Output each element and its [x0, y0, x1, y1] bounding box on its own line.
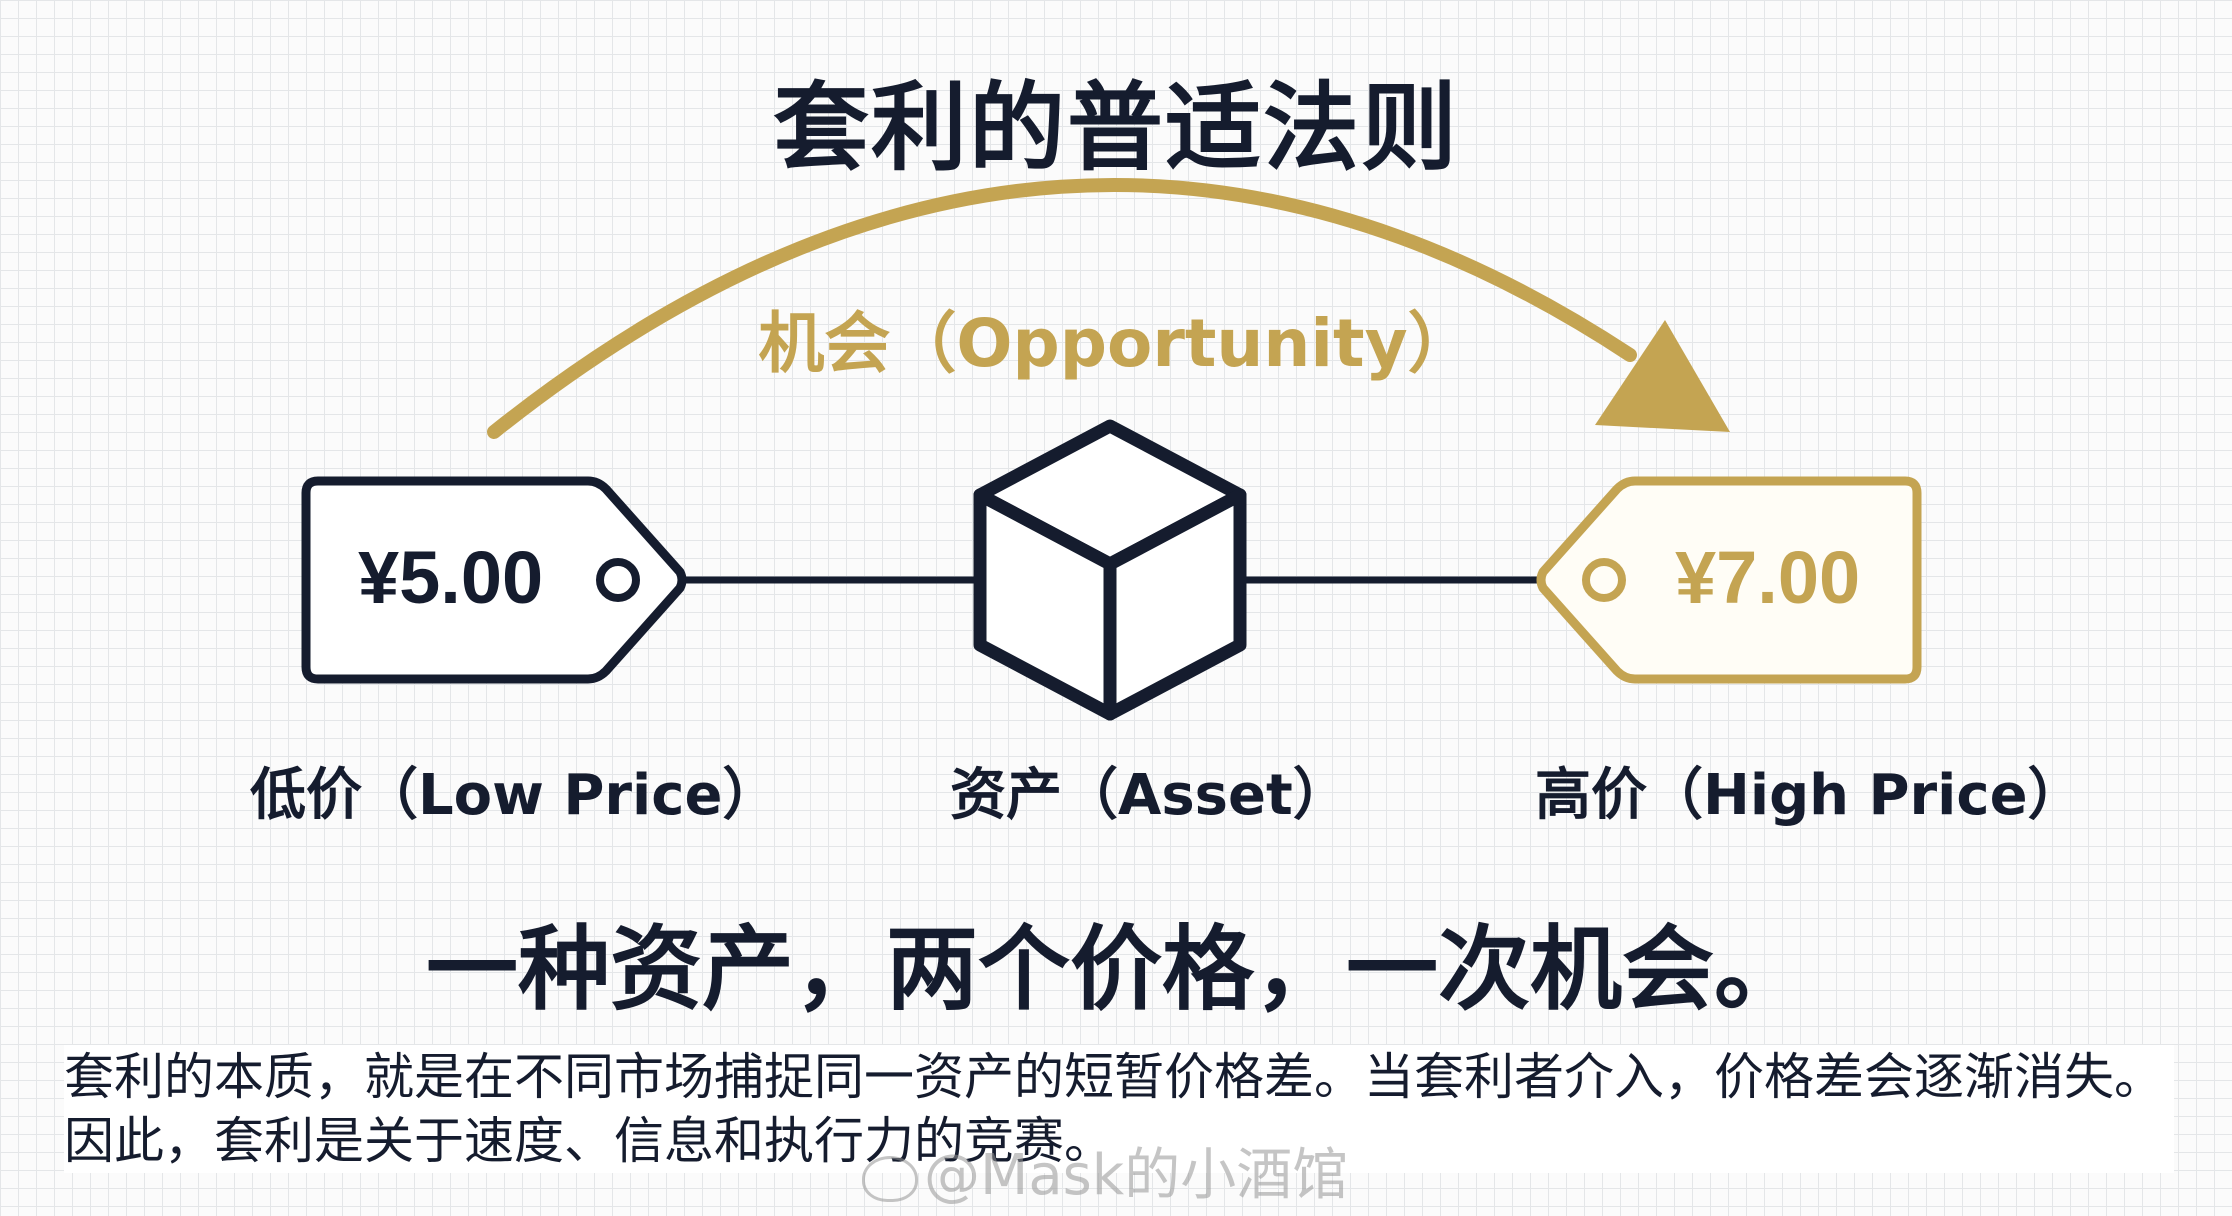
weibo-logo-icon [862, 1155, 918, 1202]
tag-hole-icon [596, 558, 640, 602]
low-price-caption: 低价（Low Price） [250, 763, 779, 828]
arrowhead-icon [1595, 320, 1730, 432]
asset-caption: 资产（Asset） [950, 763, 1349, 828]
watermark-text: @Mask的小酒馆 [924, 1143, 1349, 1208]
high-price-caption: 高价（High Price） [1535, 763, 2084, 828]
description-text: 套利的本质，就是在不同市场捕捉同一资产的短暂价格差。当套利者介入，价格差会逐渐消… [64, 1045, 2174, 1173]
watermark: @Mask的小酒馆 [862, 1130, 1348, 1211]
opportunity-label: 机会（Opportunity） [758, 305, 1474, 382]
page-title: 套利的普适法则 [773, 72, 1459, 184]
low-price-value: ¥5.00 [358, 536, 544, 619]
slogan: 一种资产，两个价格，一次机会。 [425, 916, 1806, 1023]
high-price-value: ¥7.00 [1675, 536, 1861, 619]
curved-arrow-icon [487, 177, 1637, 439]
price-tag-icon [301, 476, 687, 684]
cube-icon [973, 419, 1247, 721]
tag-hole-icon [1582, 558, 1626, 602]
price-tag-icon [1536, 476, 1922, 684]
